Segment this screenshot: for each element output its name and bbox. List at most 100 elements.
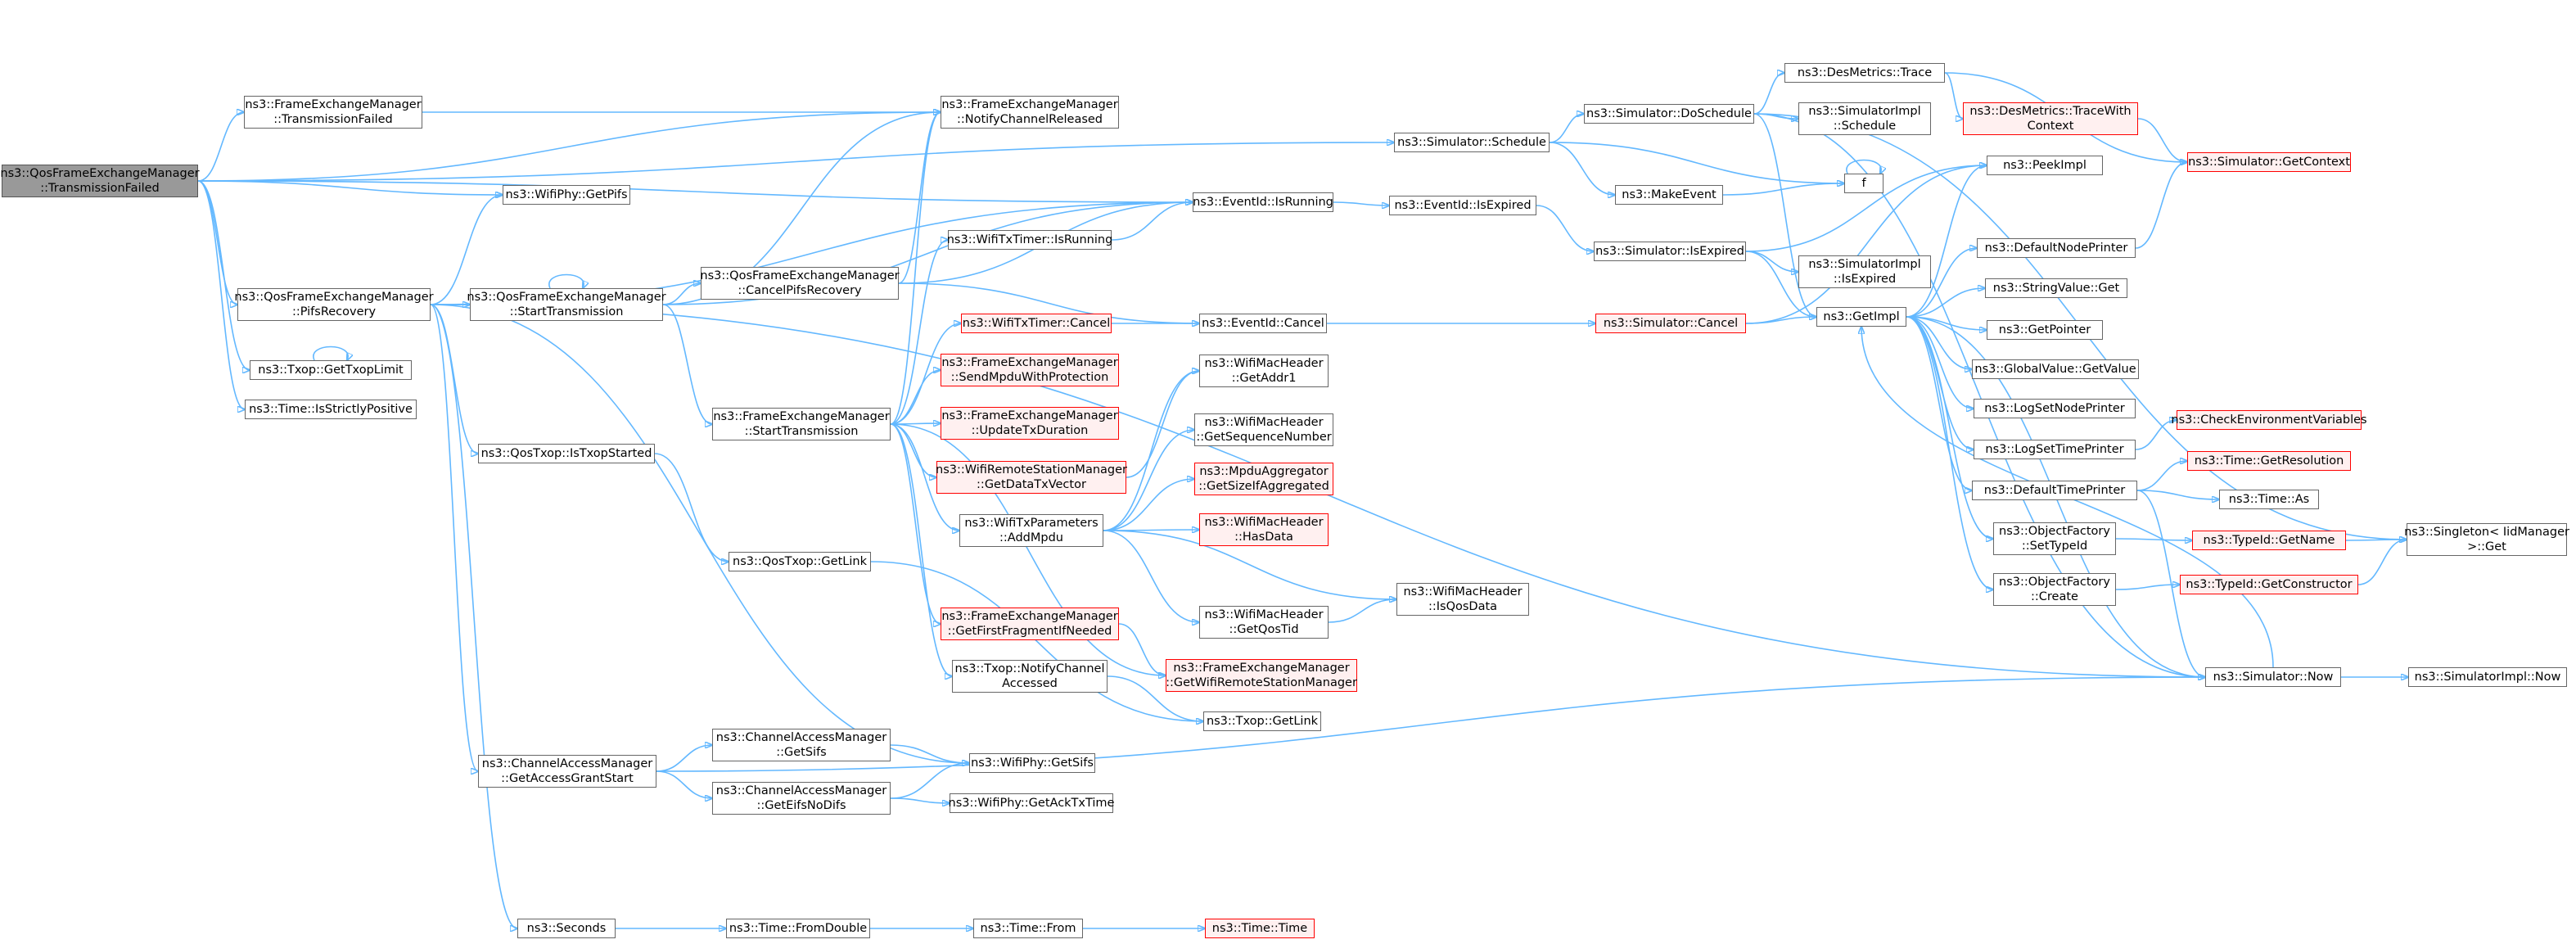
graph-node-desmetrics-trace[interactable]: ns3::DesMetrics::Trace xyxy=(1784,63,1945,83)
graph-node-label: ns3::QosFrameExchangeManager xyxy=(467,291,666,304)
graph-node-objfactory-create[interactable]: ns3::ObjectFactory::Create xyxy=(1993,573,2116,606)
graph-node-wifiphy-getsifs[interactable]: ns3::WifiPhy::GetSifs xyxy=(969,753,1095,773)
graph-node-wmh-getseq[interactable]: ns3::WifiMacHeader::GetSequenceNumber xyxy=(1194,413,1333,446)
graph-node-mpduagg-getsize[interactable]: ns3::MpduAggregator::GetSizeIfAggregated xyxy=(1194,463,1333,495)
graph-node-fem-getfirstfrag[interactable]: ns3::FrameExchangeManager::GetFirstFragm… xyxy=(941,608,1119,640)
graph-node-defaulttimeprinter[interactable]: ns3::DefaultTimePrinter xyxy=(1972,481,2137,500)
graph-node-singleton-get[interactable]: ns3::Singleton< IidManager>::Get xyxy=(2404,523,2569,556)
graph-node-getimpl[interactable]: ns3::GetImpl xyxy=(1816,307,1906,327)
graph-node-logsetnodeprinter[interactable]: ns3::LogSetNodePrinter xyxy=(1974,399,2136,418)
graph-node-label: Accessed xyxy=(1002,677,1058,690)
graph-node-time-as[interactable]: ns3::Time::As xyxy=(2219,490,2319,509)
graph-node-stringvalue-get[interactable]: ns3::StringValue::Get xyxy=(1985,278,2127,298)
graph-node-typeid-getconstructor[interactable]: ns3::TypeId::GetConstructor xyxy=(2180,575,2358,594)
graph-node-label: ns3::QosFrameExchangeManager xyxy=(234,291,434,304)
graph-node-eventid-isexpired[interactable]: ns3::EventId::IsExpired xyxy=(1389,196,1536,215)
graph-node-sim-schedule[interactable]: ns3::Simulator::Schedule xyxy=(1394,133,1550,152)
graph-node-time-time[interactable]: ns3::Time::Time xyxy=(1205,919,1315,938)
graph-node-wifitxtimer-cancel[interactable]: ns3::WifiTxTimer::Cancel xyxy=(961,314,1112,333)
graph-node-seconds[interactable]: ns3::Seconds xyxy=(517,919,616,938)
graph-node-label: ns3::Singleton< IidManager xyxy=(2404,526,2569,539)
graph-node-time-fromdouble[interactable]: ns3::Time::FromDouble xyxy=(726,919,870,938)
graph-node-getpointer[interactable]: ns3::GetPointer xyxy=(1987,320,2103,340)
edge-objfactory-settypeid-to-typeid-getname xyxy=(2115,539,2192,540)
graph-node-qostxop-getlink[interactable]: ns3::QosTxop::GetLink xyxy=(729,552,871,571)
graph-node-sim-doschedule[interactable]: ns3::Simulator::DoSchedule xyxy=(1584,104,1754,124)
edge-objfactory-create-to-typeid-getconstructor xyxy=(2115,585,2180,590)
graph-node-cam-geteifs[interactable]: ns3::ChannelAccessManager::GetEifsNoDifs xyxy=(712,782,891,815)
graph-node-label: ns3::WifiPhy::GetAckTxTime xyxy=(948,797,1115,810)
edge-qfem-cancelpifs-to-eventid-cancel xyxy=(898,282,1199,323)
graph-node-f[interactable]: f xyxy=(1844,174,1884,193)
graph-node-label: ns3::Simulator::Now xyxy=(2213,671,2334,684)
edge-f-to-f xyxy=(1846,159,1881,174)
graph-node-qfem-cancelpifs[interactable]: ns3::QosFrameExchangeManager::CancelPifs… xyxy=(700,267,900,300)
edge-fem-getfirstfrag-to-fem-getwrsm xyxy=(1118,623,1166,675)
graph-node-wifiphy-getacktx[interactable]: ns3::WifiPhy::GetAckTxTime xyxy=(948,793,1115,813)
graph-node-fem-sendmpdu[interactable]: ns3::FrameExchangeManager::SendMpduWithP… xyxy=(941,354,1119,386)
graph-node-label: ::Create xyxy=(2031,590,2078,603)
graph-node-logsettimeprinter[interactable]: ns3::LogSetTimePrinter xyxy=(1974,440,2136,459)
graph-node-wrsm-getdatatx[interactable]: ns3::WifiRemoteStationManager::GetDataTx… xyxy=(936,461,1127,494)
graph-node-fem-txfailed[interactable]: ns3::FrameExchangeManager::TransmissionF… xyxy=(244,96,422,129)
graph-node-cam-getsifs[interactable]: ns3::ChannelAccessManager::GetSifs xyxy=(712,729,891,761)
graph-node-label: ns3::WifiPhy::GetSifs xyxy=(971,757,1094,770)
graph-node-label: ::UpdateTxDuration xyxy=(971,424,1089,437)
graph-node-eventid-cancel[interactable]: ns3::EventId::Cancel xyxy=(1199,314,1327,333)
edge-qfem-pifs-to-seconds xyxy=(430,304,517,928)
graph-node-wifiphy-getpifs[interactable]: ns3::WifiPhy::GetPifs xyxy=(503,185,630,205)
graph-node-wifitxparams-addmpdu[interactable]: ns3::WifiTxParameters::AddMpdu xyxy=(959,514,1103,547)
graph-node-fem-getwrsm[interactable]: ns3::FrameExchangeManager::GetWifiRemote… xyxy=(1166,659,1357,692)
edge-wmh-getqostid-to-wmh-isqosdata xyxy=(1328,599,1396,623)
graph-node-root[interactable]: ns3::QosFrameExchangeManager::Transmissi… xyxy=(0,165,200,197)
graph-node-label: ns3::Time::As xyxy=(2228,493,2310,506)
graph-node-label: ns3::MakeEvent xyxy=(1622,188,1717,201)
graph-node-defaultnodeprinter[interactable]: ns3::DefaultNodePrinter xyxy=(1977,238,2136,258)
edge-fem-start-to-wifitxparams-addmpdu xyxy=(890,423,959,531)
graph-node-simimpl-schedule[interactable]: ns3::SimulatorImpl::Schedule xyxy=(1798,102,1931,135)
graph-node-sim-isexpired[interactable]: ns3::Simulator::IsExpired xyxy=(1594,242,1746,261)
graph-node-time-isstrictlypos[interactable]: ns3::Time::IsStrictlyPositive xyxy=(245,400,417,419)
graph-node-label: ns3::Txop::GetTxopLimit xyxy=(258,364,404,377)
edge-sim-schedule-to-makeevent xyxy=(1549,142,1615,195)
graph-node-simimpl-isexpired[interactable]: ns3::SimulatorImpl::IsExpired xyxy=(1798,255,1931,288)
graph-node-sim-getcontext[interactable]: ns3::Simulator::GetContext xyxy=(2187,152,2351,172)
graph-node-label: >::Get xyxy=(2467,540,2506,553)
graph-node-sim-now[interactable]: ns3::Simulator::Now xyxy=(2205,667,2341,687)
edge-logsettimeprinter-to-checkenvvars xyxy=(2135,420,2177,450)
graph-node-label: ::GetSifs xyxy=(776,746,827,759)
graph-node-typeid-getname[interactable]: ns3::TypeId::GetName xyxy=(2192,531,2346,550)
graph-node-fem-start[interactable]: ns3::FrameExchangeManager::StartTransmis… xyxy=(712,408,891,440)
graph-node-wmh-getqostid[interactable]: ns3::WifiMacHeader::GetQosTid xyxy=(1199,606,1329,639)
graph-node-qostxop-istxopstarted[interactable]: ns3::QosTxop::IsTxopStarted xyxy=(478,444,655,463)
graph-node-fem-updatetx[interactable]: ns3::FrameExchangeManager::UpdateTxDurat… xyxy=(941,407,1119,440)
graph-node-cam-grant[interactable]: ns3::ChannelAccessManager::GetAccessGran… xyxy=(478,755,656,788)
graph-node-wmh-isqosdata[interactable]: ns3::WifiMacHeader::IsQosData xyxy=(1396,583,1529,616)
graph-node-globalvalue-getvalue[interactable]: ns3::GlobalValue::GetValue xyxy=(1972,359,2139,379)
graph-node-eventid-isrunning[interactable]: ns3::EventId::IsRunning xyxy=(1193,192,1333,212)
edge-qfem-pifs-to-cam-grant xyxy=(430,304,478,771)
graph-node-qfem-pifs[interactable]: ns3::QosFrameExchangeManager::PifsRecove… xyxy=(234,288,434,321)
graph-node-objfactory-settypeid[interactable]: ns3::ObjectFactory::SetTypeId xyxy=(1993,522,2116,555)
edge-txop-gettxoplimit-to-txop-gettxoplimit xyxy=(313,346,348,361)
graph-node-label: ::SetTypeId xyxy=(2021,540,2088,553)
graph-node-qfem-start[interactable]: ns3::QosFrameExchangeManager::StartTrans… xyxy=(467,288,666,321)
graph-node-sim-cancel[interactable]: ns3::Simulator::Cancel xyxy=(1595,314,1746,333)
graph-node-txop-getlink[interactable]: ns3::Txop::GetLink xyxy=(1203,711,1321,731)
graph-node-wmh-hasdata[interactable]: ns3::WifiMacHeader::HasData xyxy=(1199,513,1329,546)
graph-node-checkenvvars[interactable]: ns3::CheckEnvironmentVariables xyxy=(2171,410,2367,430)
graph-node-simimpl-now[interactable]: ns3::SimulatorImpl::Now xyxy=(2408,667,2567,687)
graph-node-peekimpl[interactable]: ns3::PeekImpl xyxy=(1987,156,2103,175)
graph-node-makeevent[interactable]: ns3::MakeEvent xyxy=(1615,185,1723,205)
edge-wifitxparams-addmpdu-to-wmh-getqostid xyxy=(1103,530,1199,622)
graph-node-time-getresolution[interactable]: ns3::Time::GetResolution xyxy=(2187,451,2351,471)
graph-node-wifitxtimer-isrunning[interactable]: ns3::WifiTxTimer::IsRunning xyxy=(947,230,1112,250)
graph-node-fem-notify[interactable]: ns3::FrameExchangeManager::NotifyChannel… xyxy=(941,96,1119,129)
graph-node-txop-gettxoplimit[interactable]: ns3::Txop::GetTxopLimit xyxy=(250,360,412,380)
graph-node-wmh-getaddr1[interactable]: ns3::WifiMacHeader::GetAddr1 xyxy=(1199,355,1329,387)
graph-node-label: ::CancelPifsRecovery xyxy=(738,284,862,297)
graph-node-time-from[interactable]: ns3::Time::From xyxy=(973,919,1083,938)
